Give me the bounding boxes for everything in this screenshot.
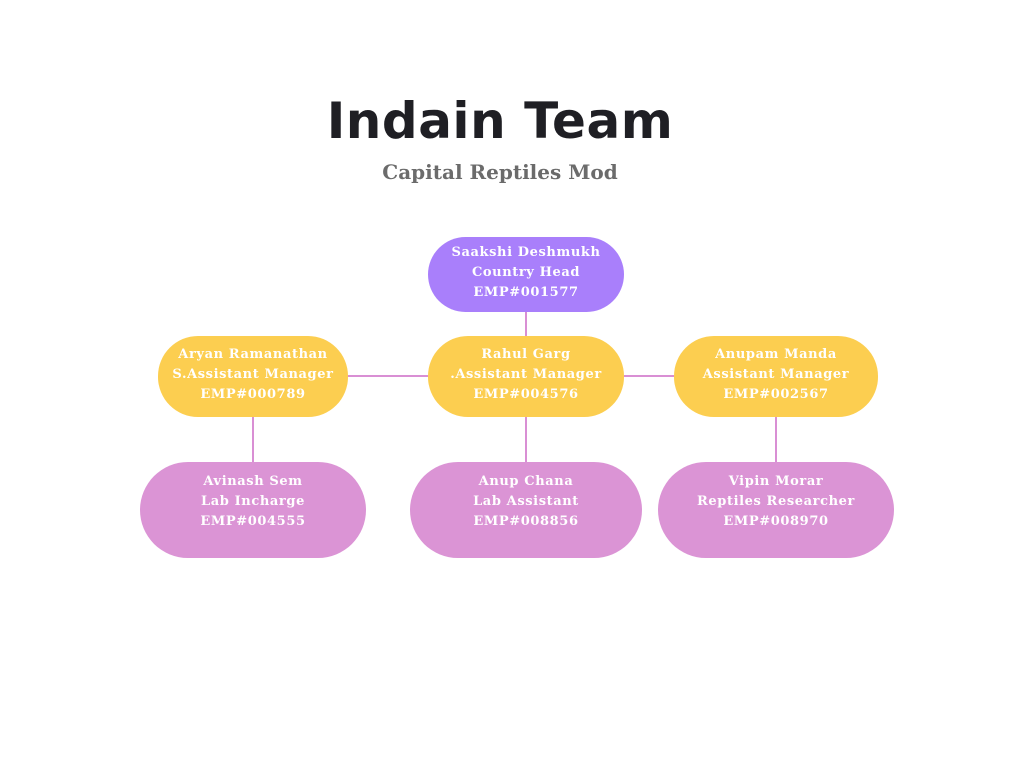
employee-role: .Assistant Manager — [450, 366, 602, 382]
node-text: Avinash Sem Lab Incharge EMP#004555 — [200, 472, 305, 532]
employee-name: Anup Chana — [478, 474, 574, 489]
employee-role: Lab Assistant — [473, 494, 579, 509]
node-text: Anup Chana Lab Assistant EMP#008856 — [473, 472, 579, 532]
employee-name: Rahul Garg — [481, 346, 571, 362]
employee-role: Lab Incharge — [201, 494, 305, 509]
node-text: Vipin Morar Reptiles Researcher EMP#0089… — [697, 472, 855, 532]
node-reptiles-researcher: Vipin Morar Reptiles Researcher EMP#0089… — [658, 462, 894, 558]
node-assistant-manager-right: Anupam Manda Assistant Manager EMP#00256… — [674, 336, 878, 417]
connector-aryan-rahul — [348, 375, 428, 377]
employee-id: EMP#001577 — [473, 284, 579, 300]
employee-id: EMP#008970 — [723, 514, 829, 529]
employee-name: Vipin Morar — [728, 474, 824, 489]
employee-id: EMP#004576 — [473, 386, 579, 402]
node-text: Anupam Manda Assistant Manager EMP#00256… — [703, 345, 850, 405]
employee-id: EMP#008856 — [473, 514, 579, 529]
employee-role: Assistant Manager — [702, 366, 850, 382]
employee-role: S.Assistant Manager — [172, 366, 334, 382]
node-assistant-manager-center: Rahul Garg .Assistant Manager EMP#004576 — [428, 336, 624, 417]
connector-ceo-rahul — [525, 312, 527, 336]
node-lab-assistant: Anup Chana Lab Assistant EMP#008856 — [410, 462, 642, 558]
connector-anupam-vipin — [775, 417, 777, 462]
node-text: Rahul Garg .Assistant Manager EMP#004576 — [450, 345, 602, 405]
chart-subtitle: Capital Reptiles Mod — [382, 160, 618, 184]
connector-rahul-anupam — [624, 375, 674, 377]
employee-name: Saakshi Deshmukh — [451, 244, 601, 260]
node-lab-incharge: Avinash Sem Lab Incharge EMP#004555 — [140, 462, 366, 558]
node-senior-assistant-manager: Aryan Ramanathan S.Assistant Manager EMP… — [158, 336, 348, 417]
employee-name: Aryan Ramanathan — [178, 346, 328, 362]
node-text: Saakshi Deshmukh Country Head EMP#001577 — [451, 243, 600, 303]
node-country-head: Saakshi Deshmukh Country Head EMP#001577 — [428, 237, 624, 312]
chart-title: Indain Team — [326, 92, 674, 150]
employee-id: EMP#004555 — [200, 514, 306, 529]
employee-name: Anupam Manda — [715, 346, 837, 362]
employee-id: EMP#002567 — [723, 386, 829, 402]
connector-aryan-avinash — [252, 417, 254, 462]
employee-name: Avinash Sem — [203, 474, 303, 489]
employee-role: Reptiles Researcher — [697, 494, 855, 509]
connector-rahul-anup — [525, 417, 527, 462]
employee-id: EMP#000789 — [200, 386, 306, 402]
node-text: Aryan Ramanathan S.Assistant Manager EMP… — [172, 345, 333, 405]
employee-role: Country Head — [471, 264, 581, 280]
